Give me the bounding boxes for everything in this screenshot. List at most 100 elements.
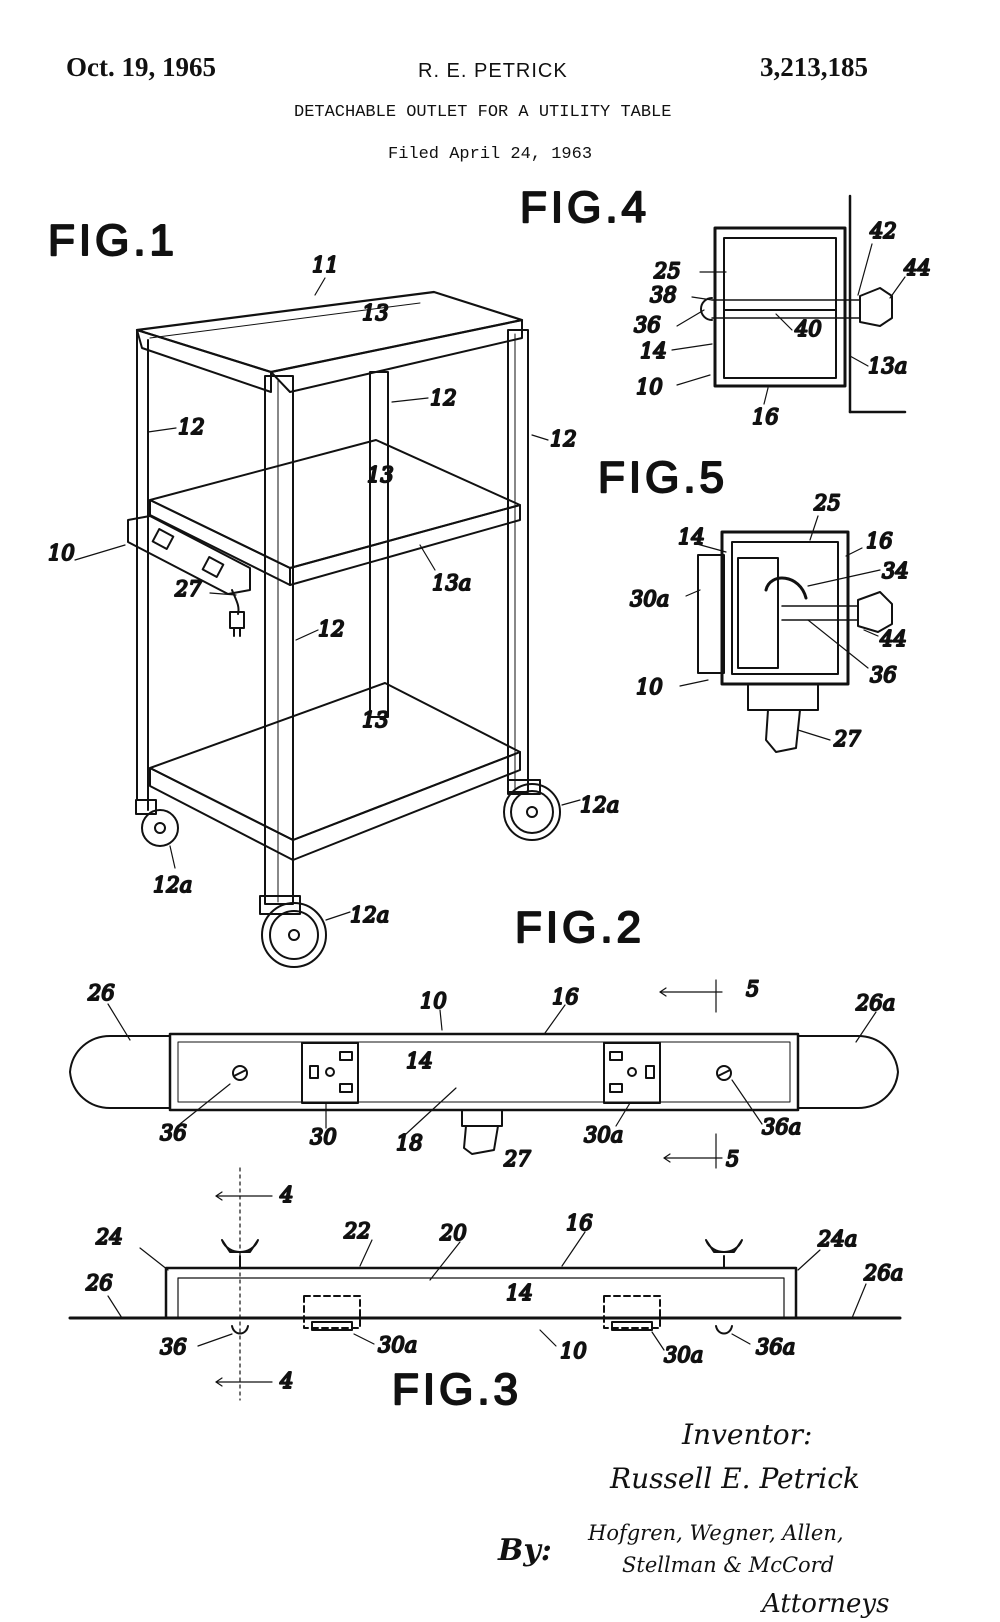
fig1-label-11: 11	[312, 253, 339, 277]
fig3-label-26a: 26a	[863, 1261, 903, 1285]
fig2-label-18: 18	[396, 1131, 423, 1155]
fig2-end-flange-right	[797, 1035, 899, 1109]
fig2-label-14: 14	[406, 1049, 433, 1073]
fig4-label-42: 42	[869, 219, 897, 243]
fig5-title: FIG.5	[598, 453, 728, 502]
fig2-label-36a: 36a	[762, 1115, 801, 1139]
fig5-label-10: 10	[636, 675, 663, 699]
by-label: By:	[497, 1533, 552, 1568]
fig5-cross-section: FIG.5 25 14 16 34 30a 44 36 10 27	[597, 452, 910, 753]
caster-back-left	[135, 799, 179, 847]
fig3-hidden-outlet-left	[303, 1295, 361, 1329]
fig2-label-30a: 30a	[584, 1123, 623, 1147]
bottom-shelf-lip-front	[292, 751, 521, 861]
fig5-label-14: 14	[678, 525, 705, 549]
fig5-label-25: 25	[813, 491, 841, 515]
fig3-label-16: 16	[566, 1211, 593, 1235]
fig1-outlet-receptacle-a	[151, 528, 175, 550]
fig3-label-24: 24	[95, 1225, 123, 1249]
fig4-channel-body	[713, 226, 847, 388]
fig3-label-4-bottom: 4	[279, 1369, 293, 1393]
fig1-label-12a-right: 12a	[580, 793, 619, 817]
fig3-bolt-tip-right	[715, 1325, 733, 1335]
fig1-outlet-receptacle-b	[201, 556, 225, 578]
fig3-outlet-clip-right	[611, 1321, 653, 1331]
top-shelf-edge	[149, 302, 421, 339]
fig2-label-5-bottom: 5	[726, 1147, 739, 1171]
fig2-front-view: FIG.2 26 10 16 5 26	[69, 902, 899, 1172]
fig5-label-34: 34	[882, 559, 909, 583]
fig4-label-13a: 13a	[868, 354, 907, 378]
fig2-label-26a: 26a	[855, 991, 895, 1015]
fig2-label-36: 36	[160, 1121, 187, 1145]
signature-block: Inventor: Russell E. Petrick By: Hofgren…	[497, 1418, 889, 1619]
fig4-label-38: 38	[650, 283, 677, 307]
fig2-channel-inner	[177, 1041, 791, 1103]
fig3-hidden-outlet-right	[603, 1295, 661, 1329]
fig1-label-12a-front: 12a	[350, 903, 389, 927]
fig2-label-30: 30	[310, 1125, 337, 1149]
fig1-label-12a-left: 12a	[153, 873, 192, 897]
fig5-cord-grip	[747, 683, 819, 711]
leg-back-right	[369, 371, 389, 718]
fig5-label-30a: 30a	[630, 587, 669, 611]
middle-shelf-lip-front	[289, 504, 521, 586]
fig4-label-14: 14	[640, 339, 667, 363]
firm-line-1: Hofgren, Wegner, Allen,	[587, 1521, 844, 1545]
fig4-section-view: FIG.4 42 44 25 38 36 40 14 13a 10 16	[519, 182, 932, 430]
fig2-label-26: 26	[87, 981, 115, 1005]
fig3-channel-outer	[164, 1266, 798, 1320]
patent-number: 3,213,185	[760, 52, 868, 82]
fig3-title: FIG.3	[392, 1365, 522, 1414]
fig3-label-14: 14	[506, 1281, 533, 1305]
caster-front-right	[503, 779, 561, 841]
fig2-outlet-right	[603, 1042, 661, 1104]
inventor-name: R. E. PETRICK	[418, 60, 568, 82]
fig3-label-36: 36	[160, 1335, 187, 1359]
fig2-screw-left	[232, 1065, 248, 1081]
fig4-label-36: 36	[634, 313, 661, 337]
fig3-label-30a-right: 30a	[664, 1343, 703, 1367]
leg-front-left	[264, 375, 294, 905]
fig4-wing-nut	[859, 287, 893, 327]
fig5-label-36: 36	[870, 663, 897, 687]
caster-front-left	[259, 895, 327, 968]
fig3-label-26: 26	[85, 1271, 113, 1295]
fig4-title: FIG.4	[520, 183, 650, 232]
fig4-label-25: 25	[653, 259, 681, 283]
fig5-cord	[765, 709, 801, 753]
fig1-plug	[229, 611, 245, 629]
outlet-strip-fig1	[127, 515, 251, 595]
fig2-outlet-left	[301, 1042, 359, 1104]
fig2-label-27: 27	[503, 1147, 531, 1171]
inventor-heading: Inventor:	[681, 1418, 812, 1451]
fig4-label-44: 44	[903, 256, 931, 280]
top-shelf-front-lip	[270, 319, 523, 393]
fig2-label-16: 16	[552, 985, 579, 1009]
attorneys-label: Attorneys	[760, 1589, 889, 1619]
fig3-channel-inner	[177, 1277, 785, 1319]
fig3-label-24a: 24a	[817, 1227, 857, 1251]
fig4-bolt-head	[700, 297, 713, 321]
fig2-cord	[463, 1125, 499, 1155]
fig1-label-13-top: 13	[362, 301, 389, 325]
fig2-cord-grip	[461, 1109, 503, 1127]
fig5-wing-nut	[857, 591, 893, 633]
fig1-label-12-right: 12	[550, 427, 577, 451]
fig1-label-13a: 13a	[432, 571, 471, 595]
fig1-label-12-back: 12	[430, 386, 457, 410]
fig1-label-10: 10	[48, 541, 75, 565]
fig4-label-16: 16	[752, 405, 779, 429]
fig3-bolt-tip-left	[231, 1325, 249, 1335]
fig4-label-10: 10	[636, 375, 663, 399]
fig5-wire	[764, 576, 808, 600]
fig3-label-36a: 36a	[756, 1335, 795, 1359]
fig3-label-30a-left: 30a	[378, 1333, 417, 1357]
leg-front-right	[507, 329, 529, 793]
fig1-utility-table: FIG.1	[47, 215, 620, 968]
fig5-receptacle-body	[737, 557, 779, 669]
fig5-channel-body	[720, 530, 850, 686]
filed-date: Filed April 24, 1963	[388, 145, 593, 164]
fig1-label-12-front: 12	[318, 617, 345, 641]
fig2-end-flange-left	[69, 1035, 171, 1109]
